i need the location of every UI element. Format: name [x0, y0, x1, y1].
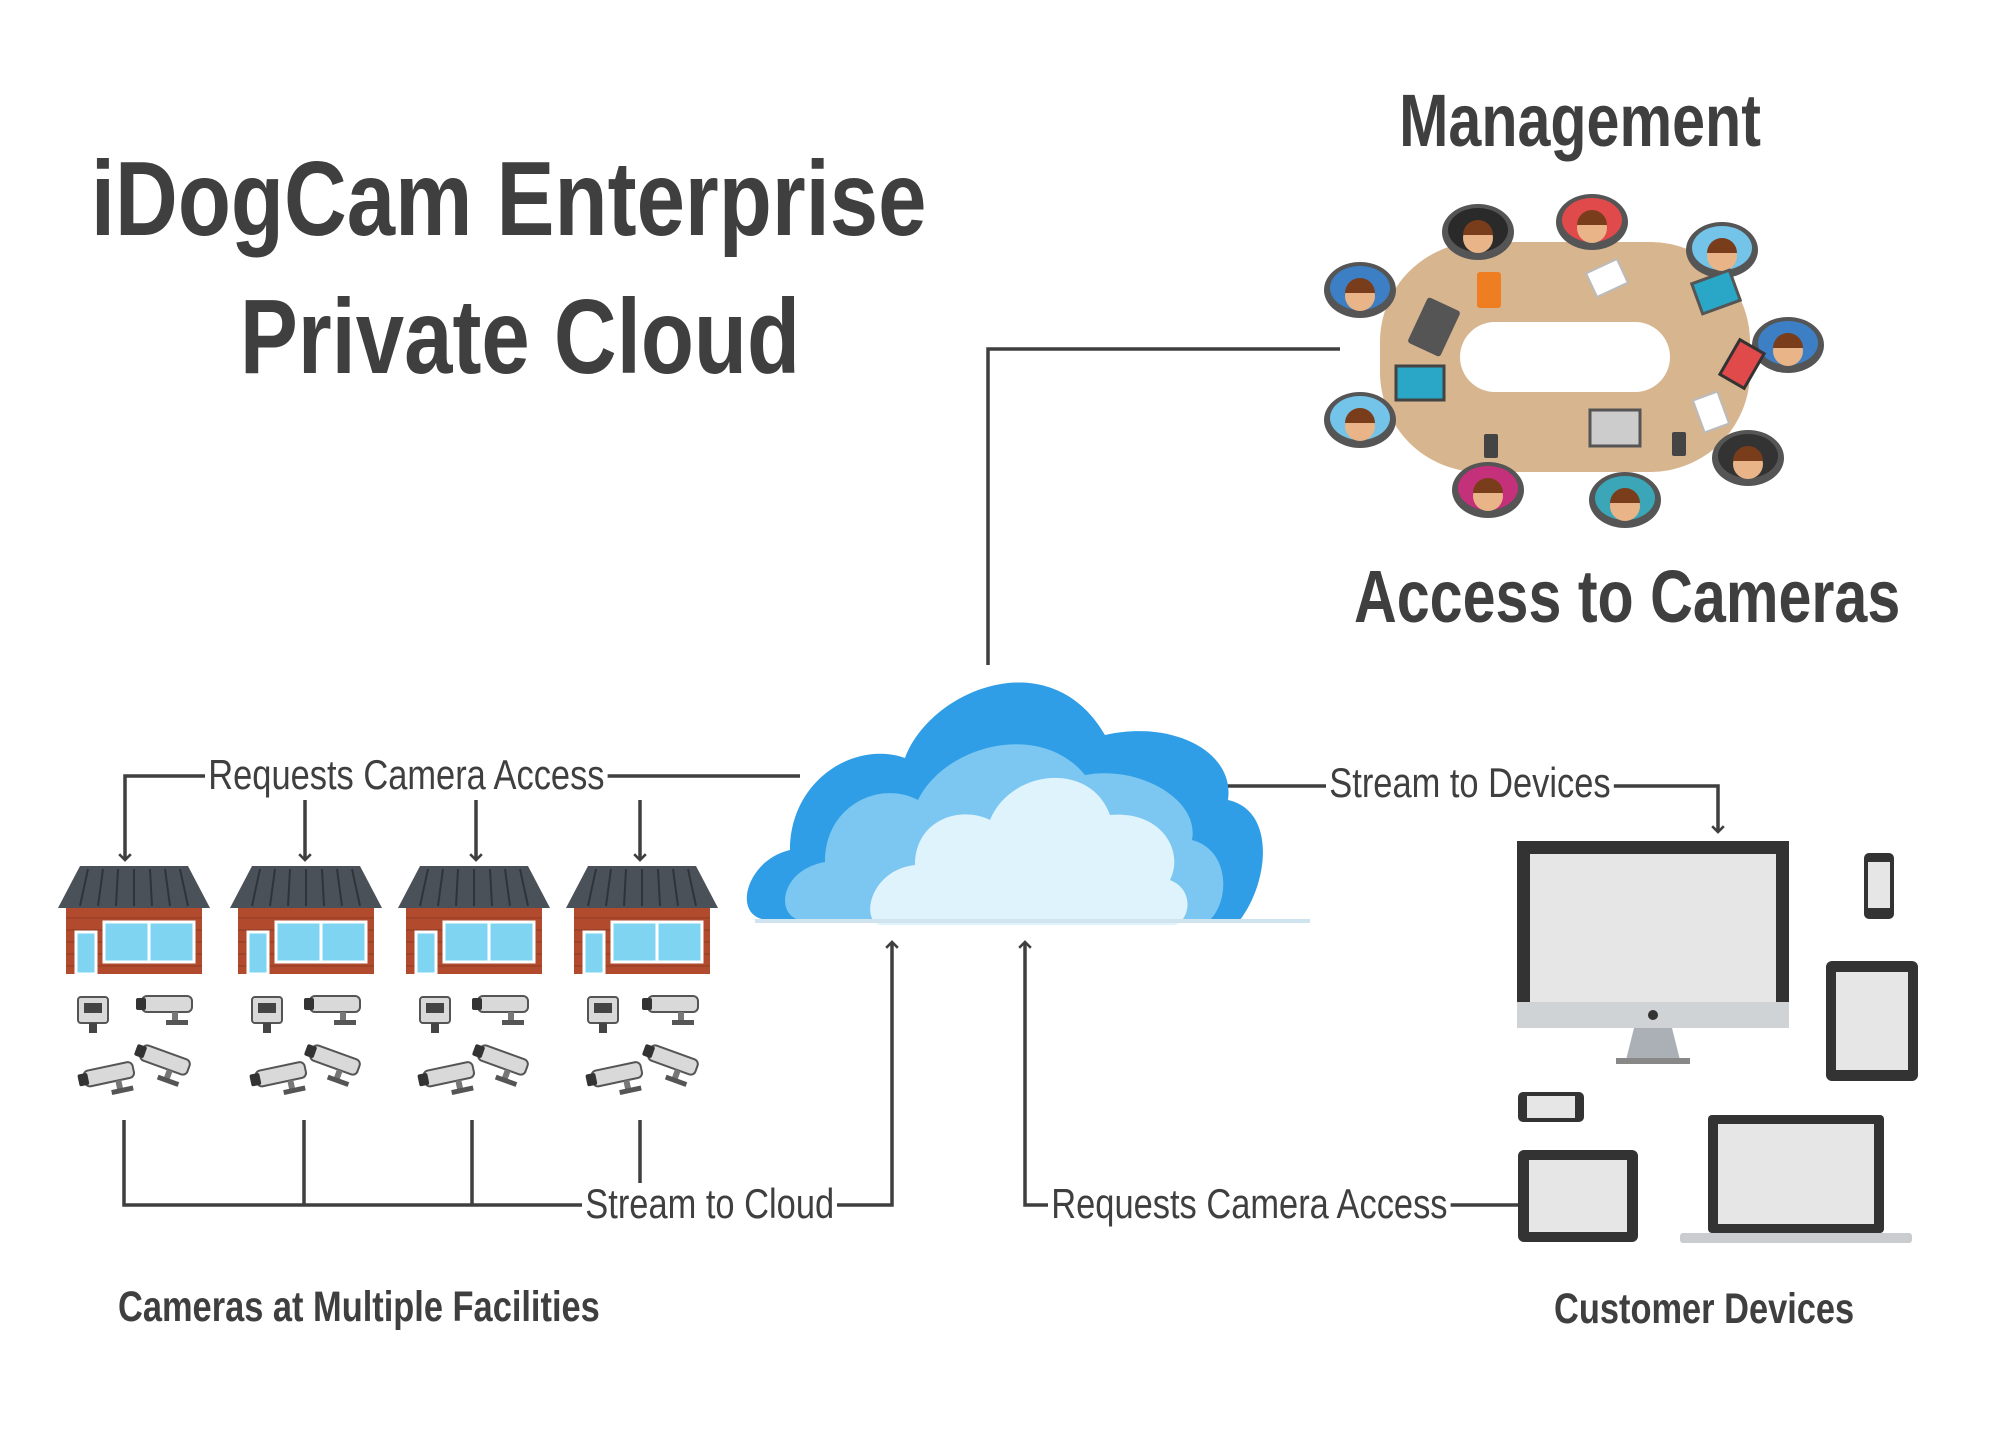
caption-customer-devices: Customer Devices — [1554, 1285, 1855, 1333]
meeting-table-icon — [1324, 194, 1824, 528]
desktop-monitor-icon — [1517, 841, 1789, 1064]
customer-devices — [1517, 841, 1918, 1243]
security-camera-icon — [583, 995, 701, 1103]
label-stream-to-cloud: Stream to Cloud — [582, 1183, 838, 1225]
caption-facilities: Cameras at Multiple Facilities — [118, 1283, 600, 1331]
storefront-icon — [56, 864, 212, 976]
security-camera-icon — [247, 995, 363, 1103]
storefront-icon — [564, 864, 720, 976]
management-subheading: Access to Cameras — [1354, 555, 1901, 638]
laptop-icon — [1680, 1115, 1912, 1243]
cloud-icon — [746, 682, 1310, 925]
label-requests-camera-access-top: Requests Camera Access — [205, 754, 608, 796]
page-title-line1: iDogCam Enterprise — [90, 140, 927, 258]
label-stream-to-devices: Stream to Devices — [1326, 762, 1614, 804]
label-requests-camera-access-bottom: Requests Camera Access — [1048, 1183, 1451, 1225]
security-camera-icon — [75, 995, 193, 1103]
smartphone-icon — [1864, 853, 1894, 919]
facility-group — [56, 864, 720, 1103]
storefront-icon — [228, 864, 384, 976]
smartphone-icon — [1518, 1092, 1584, 1122]
page-title-line2: Private Cloud — [239, 278, 801, 396]
security-camera-icon — [415, 995, 531, 1103]
tablet-icon — [1826, 961, 1918, 1081]
tablet-icon — [1518, 1150, 1638, 1242]
storefront-icon — [396, 864, 552, 976]
management-heading: Management — [1399, 79, 1761, 162]
